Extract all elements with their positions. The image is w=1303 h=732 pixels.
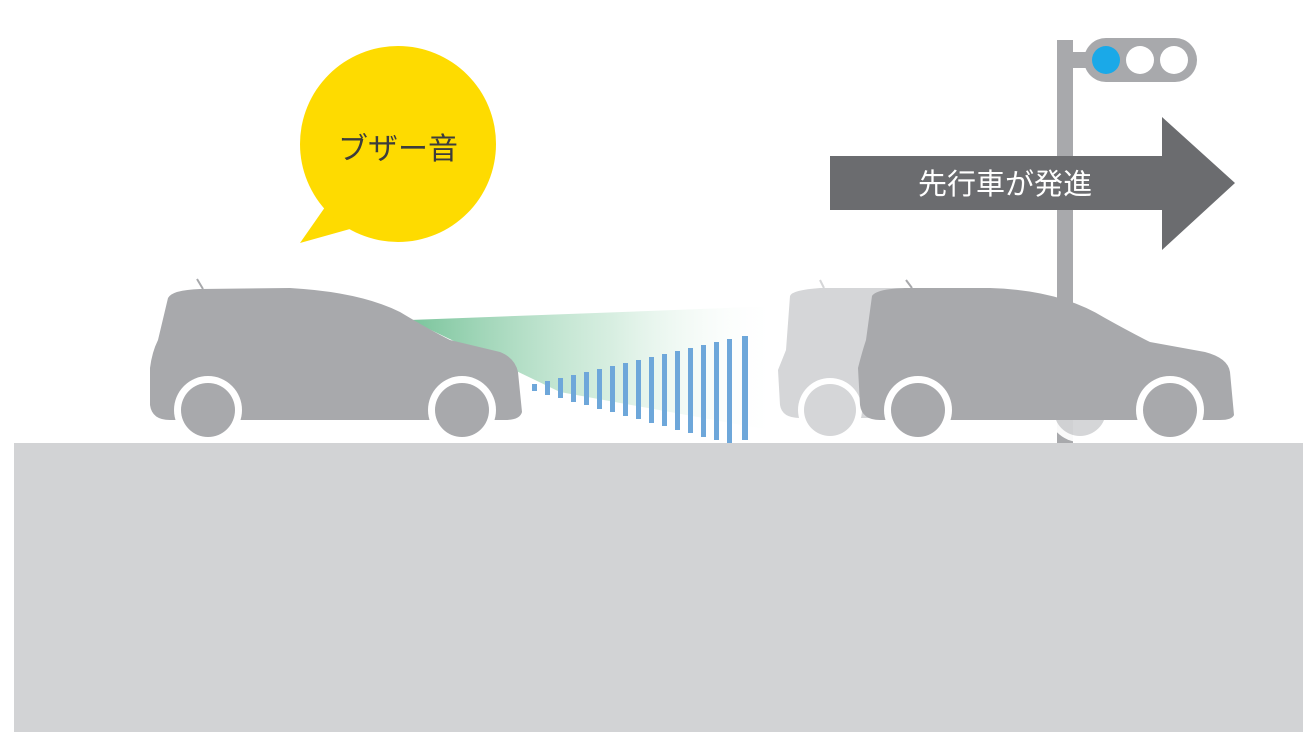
own-car-icon [150, 278, 522, 444]
radar-bar [636, 360, 641, 419]
radar-bar [742, 336, 748, 440]
arrow-shape [830, 117, 1235, 250]
arrow-label: 先行車が発進 [918, 167, 1092, 201]
speech-bubble: ブザー音 [300, 46, 496, 243]
own-car-antenna [196, 278, 204, 290]
own-car-front-wheel-inner [435, 383, 489, 437]
radar-bar [558, 378, 563, 398]
traffic-light-red-lamp [1160, 46, 1188, 74]
radar-bars-icon [532, 336, 748, 443]
radar-bar [584, 372, 589, 405]
radar-bar [623, 363, 628, 416]
ghost-car-rear-wheel-inner [804, 384, 856, 436]
speech-bubble-body [300, 46, 496, 242]
radar-bar [727, 339, 732, 443]
preceding-car-rear-wheel-inner [891, 383, 945, 437]
preceding-car-antenna [905, 279, 913, 289]
radar-bar [571, 375, 576, 402]
radar-bar [649, 357, 654, 423]
radar-bar [597, 369, 602, 409]
own-car-rear-wheel-inner [181, 383, 235, 437]
preceding-car-body [858, 288, 1234, 420]
road [14, 443, 1303, 732]
speech-bubble-text: ブザー音 [338, 132, 458, 167]
radar-bar [532, 384, 537, 391]
own-car-body [150, 288, 522, 420]
ghost-car-antenna [819, 279, 825, 289]
traffic-light-blue-lamp [1092, 46, 1120, 74]
radar-bar [545, 381, 550, 395]
traffic-light-arm [1057, 52, 1089, 68]
radar-bar [675, 351, 680, 430]
preceding-car-icon [858, 279, 1234, 444]
preceding-car-front-wheel-inner [1143, 383, 1197, 437]
radar-bar [662, 354, 667, 426]
radar-bar [714, 342, 719, 440]
radar-bar [610, 366, 615, 412]
departure-arrow: 先行車が発進 [830, 117, 1235, 250]
radar-bar [688, 348, 693, 433]
speech-bubble-tail [300, 200, 375, 243]
sensor-beam-icon [410, 306, 780, 432]
radar-bar [701, 345, 706, 437]
traffic-light-yellow-lamp [1126, 46, 1154, 74]
